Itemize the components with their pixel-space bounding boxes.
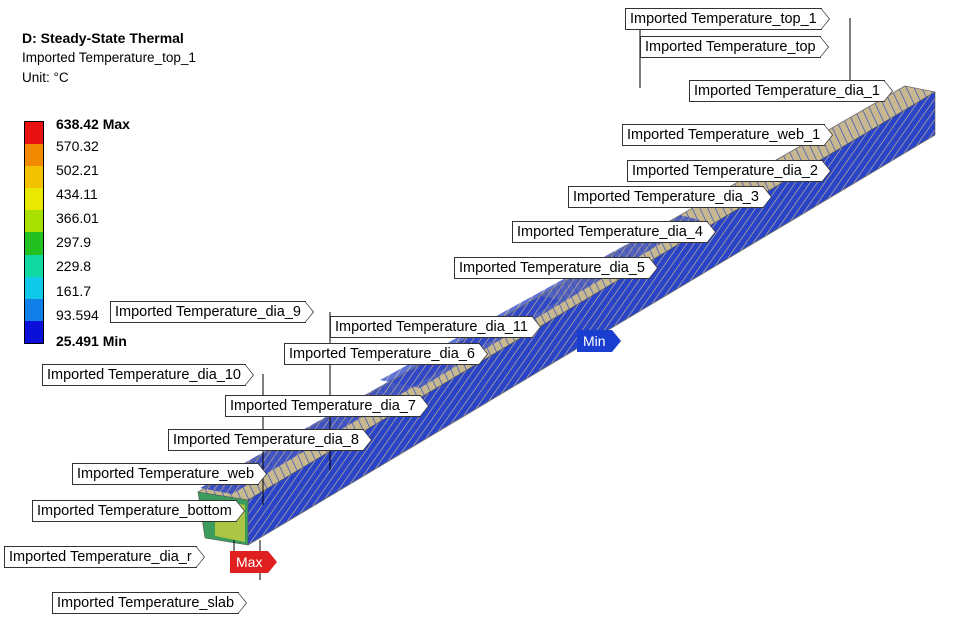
tag-dia-9[interactable]: Imported Temperature_dia_9 [110, 301, 314, 323]
legend-swatch [25, 144, 43, 167]
tag-web[interactable]: Imported Temperature_web [72, 463, 268, 485]
legend-swatch [25, 166, 43, 189]
result-header: D: Steady-State Thermal Imported Tempera… [22, 28, 196, 88]
unit-label: Unit: °C [22, 70, 69, 85]
deck-edge-line [197, 85, 906, 493]
max-probe[interactable]: Max [230, 551, 279, 573]
legend-swatch [25, 298, 43, 321]
tag-label: Imported Temperature_web_1 [622, 124, 834, 146]
tag-label: Imported Temperature_bottom [32, 500, 245, 522]
tag-label: Imported Temperature_dia_10 [42, 364, 254, 386]
tag-dia-8[interactable]: Imported Temperature_dia_8 [168, 429, 372, 451]
result-name: Imported Temperature_top_1 [22, 50, 196, 65]
legend-label: 25.491 Min [56, 333, 127, 349]
legend-label: 366.01 [56, 210, 99, 226]
tag-label: Imported Temperature_dia_6 [284, 343, 488, 365]
legend-label: 93.594 [56, 307, 99, 323]
legend-swatch [25, 320, 43, 343]
min-probe[interactable]: Min [577, 330, 621, 352]
legend-swatch [25, 122, 43, 145]
tag-label: Imported Temperature_dia_2 [627, 160, 831, 182]
tag-label: Imported Temperature_web [72, 463, 268, 485]
tag-label: Imported Temperature_dia_4 [512, 221, 716, 243]
tag-label: Imported Temperature_dia_8 [168, 429, 372, 451]
tag-top[interactable]: Imported Temperature_top [640, 36, 829, 58]
tag-label: Imported Temperature_top [640, 36, 829, 58]
tag-dia-r[interactable]: Imported Temperature_dia_r [4, 546, 205, 568]
tag-label: Imported Temperature_dia_r [4, 546, 205, 568]
tag-label: Imported Temperature_dia_5 [454, 257, 658, 279]
tag-dia-4[interactable]: Imported Temperature_dia_4 [512, 221, 716, 243]
legend-label: 229.8 [56, 258, 92, 274]
legend-label: 434.11 [56, 186, 98, 202]
tag-dia-10[interactable]: Imported Temperature_dia_10 [42, 364, 254, 386]
tag-dia-3[interactable]: Imported Temperature_dia_3 [568, 186, 772, 208]
tag-dia-2[interactable]: Imported Temperature_dia_2 [627, 160, 831, 182]
legend-label: 570.32 [56, 138, 99, 154]
legend-label: 161.7 [56, 283, 92, 299]
tag-dia-11[interactable]: Imported Temperature_dia_11 [330, 316, 541, 338]
tag-label: Imported Temperature_slab [52, 592, 248, 614]
legend-swatch [25, 232, 43, 255]
tag-top-1[interactable]: Imported Temperature_top_1 [625, 8, 830, 30]
tag-dia-7[interactable]: Imported Temperature_dia_7 [225, 395, 429, 417]
legend-swatch [25, 276, 43, 299]
tag-label: Imported Temperature_dia_9 [110, 301, 314, 323]
tag-bottom[interactable]: Imported Temperature_bottom [32, 500, 245, 522]
tag-label: Imported Temperature_dia_7 [225, 395, 429, 417]
tag-label: Imported Temperature_top_1 [625, 8, 830, 30]
tag-dia-5[interactable]: Imported Temperature_dia_5 [454, 257, 658, 279]
tag-dia-6[interactable]: Imported Temperature_dia_6 [284, 343, 488, 365]
tag-label: Imported Temperature_dia_11 [330, 316, 541, 338]
legend-label: 638.42 Max [56, 116, 130, 132]
tag-web-1[interactable]: Imported Temperature_web_1 [622, 124, 834, 146]
legend-label: 297.9 [56, 234, 92, 250]
tag-slab[interactable]: Imported Temperature_slab [52, 592, 248, 614]
tag-label: Imported Temperature_dia_3 [568, 186, 772, 208]
color-legend-bar[interactable] [24, 121, 44, 344]
analysis-title: D: Steady-State Thermal [22, 30, 184, 46]
legend-swatch [25, 210, 43, 233]
legend-swatch [25, 254, 43, 277]
tag-dia-1[interactable]: Imported Temperature_dia_1 [689, 80, 893, 102]
legend-swatch [25, 188, 43, 211]
legend-label: 502.21 [56, 162, 99, 178]
tag-label: Imported Temperature_dia_1 [689, 80, 893, 102]
